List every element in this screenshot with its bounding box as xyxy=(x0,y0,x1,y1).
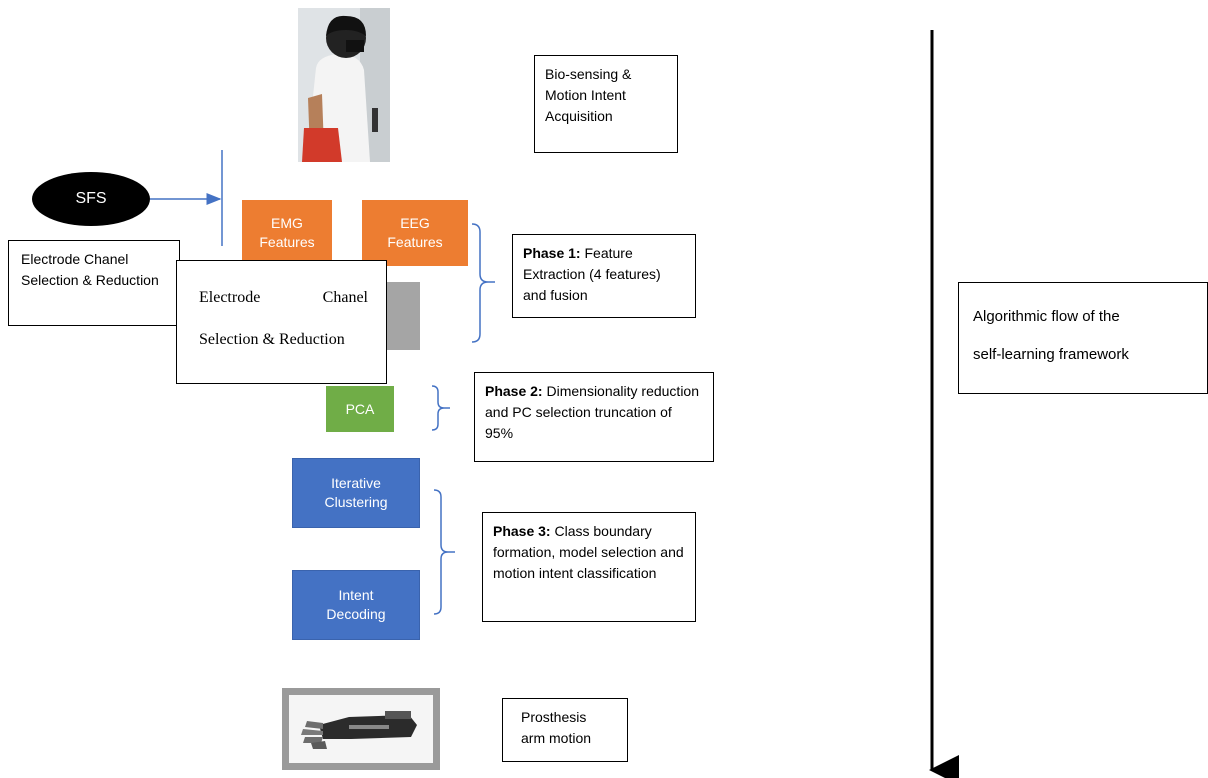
algorithmic-flow-label: Algorithmic flow of the self-learning fr… xyxy=(958,282,1208,394)
electrode-selection-overlay: Electrode Chanel Selection & Reduction xyxy=(176,260,387,384)
prosthesis-label: Prosthesis arm motion xyxy=(502,698,628,762)
phase1-brace xyxy=(471,223,489,343)
subject-photo xyxy=(298,8,390,162)
intent-decoding-block: Intent Decoding xyxy=(292,570,420,640)
iterative-clustering-block: Iterative Clustering xyxy=(292,458,420,528)
eeg-features-block: EEG Features xyxy=(362,200,468,266)
electrode-selection-box: Electrode Chanel Selection & Reduction xyxy=(8,240,180,326)
phase2-brace xyxy=(431,385,445,431)
phase1-label: Phase 1: Feature Extraction (4 features)… xyxy=(512,234,696,318)
acquisition-label: Bio-sensing & Motion Intent Acquisition xyxy=(534,55,678,153)
sfs-label: SFS xyxy=(75,190,107,207)
phase3-brace xyxy=(433,489,449,615)
phase2-label: Phase 2: Dimensionality reduction and PC… xyxy=(474,372,714,462)
sfs-node: SFS xyxy=(32,172,150,226)
prosthesis-image xyxy=(282,688,440,770)
phase3-label: Phase 3: Class boundary formation, model… xyxy=(482,512,696,622)
pca-block: PCA xyxy=(326,386,394,432)
emg-features-block: EMG Features xyxy=(242,200,332,266)
